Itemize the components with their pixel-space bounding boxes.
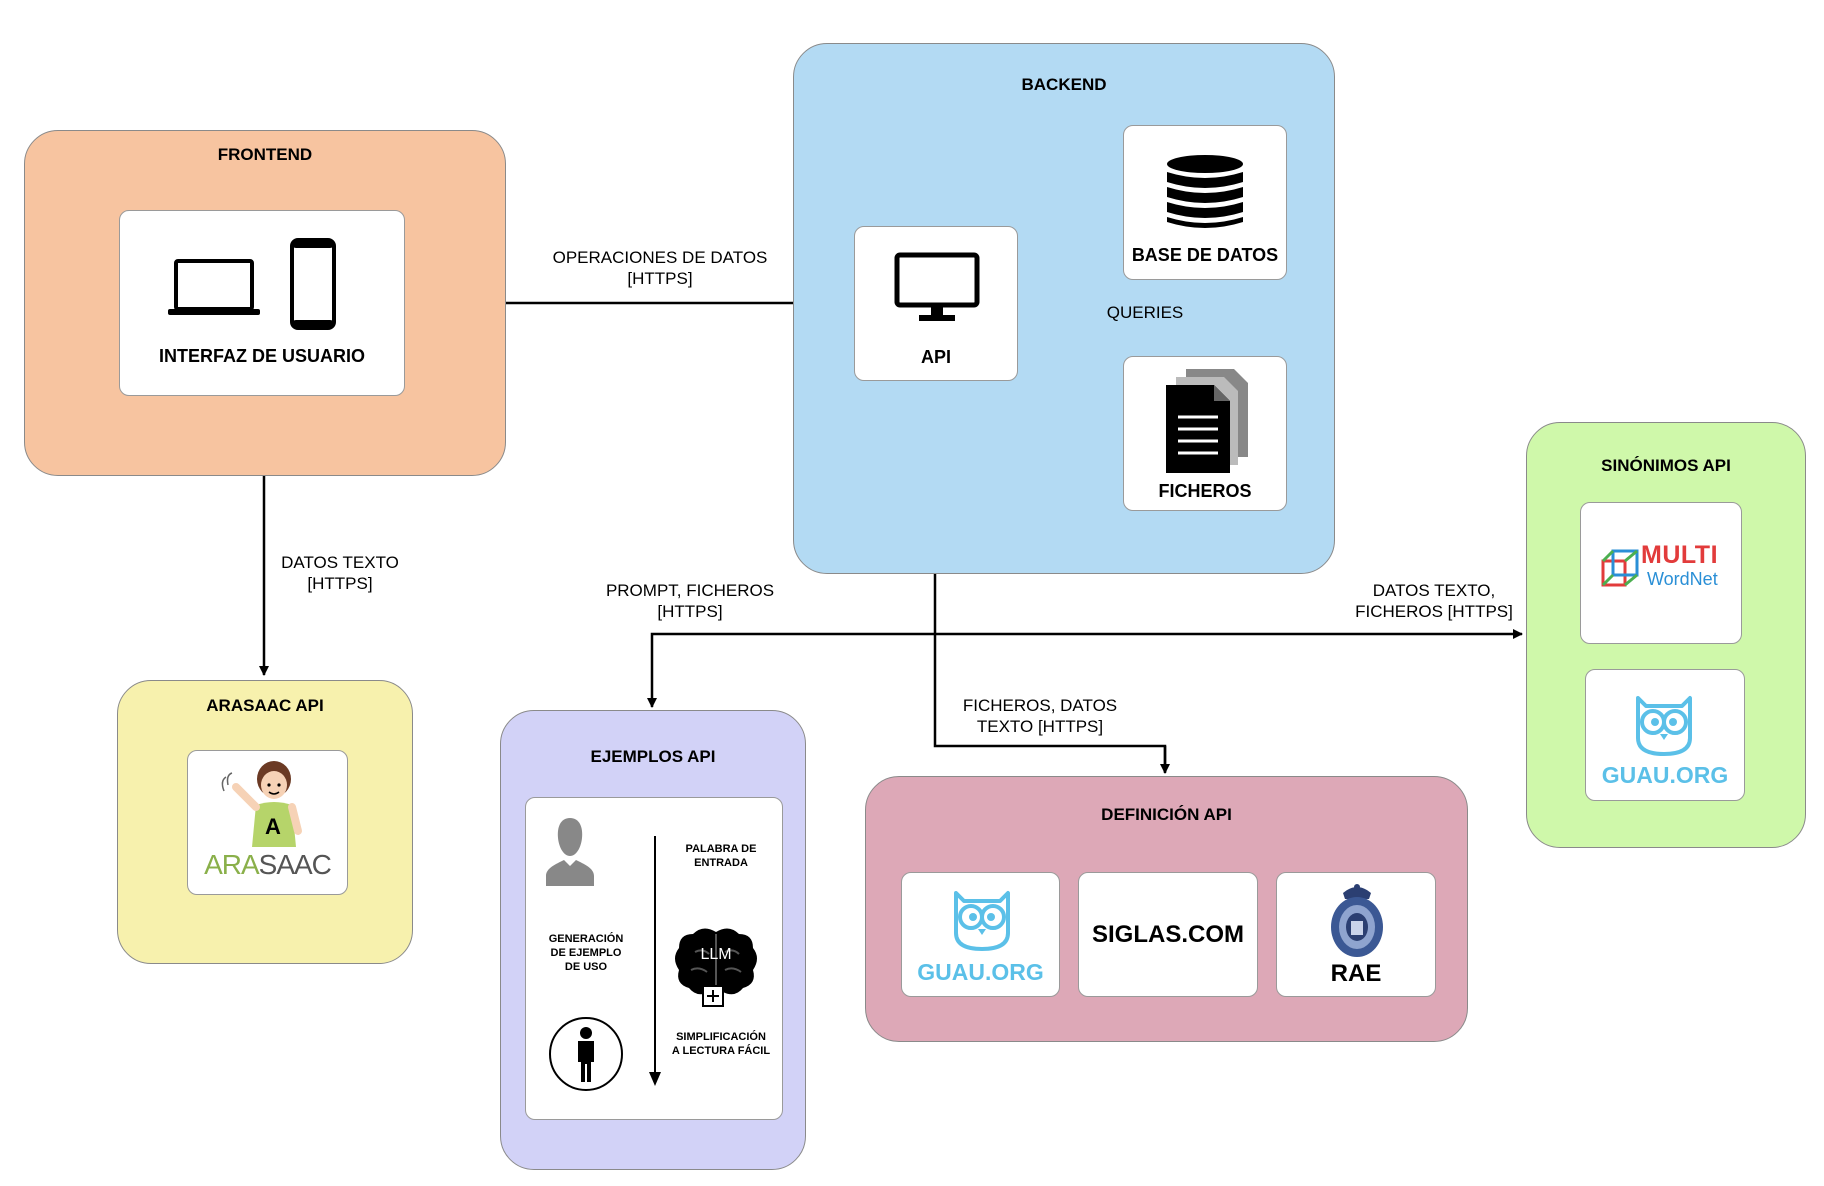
ejemplos-title: EJEMPLOS API	[590, 747, 716, 766]
frontend-title: FRONTEND	[217, 145, 313, 164]
database-card: BASE DE DATOS	[1123, 125, 1287, 280]
person-silhouette-icon	[546, 818, 594, 886]
simplification-label: SIMPLIFICACIÓN A LECTURA FÁCIL	[671, 1031, 771, 1057]
definicion-guau-card: GUAU.ORG	[901, 872, 1060, 997]
arasaac-wordmark-saac: SAAC	[258, 849, 332, 880]
multiwordnet-card: MULTI WordNet	[1580, 502, 1742, 644]
person-standing-icon	[549, 1017, 623, 1091]
sinonimos-guau-card: GUAU.ORG	[1585, 669, 1745, 801]
edge-label-front-api: OPERACIONES DE DATOS [HTTPS]	[552, 248, 768, 288]
arasaac-badge: A	[265, 814, 281, 839]
llm-label: LLM	[700, 946, 732, 963]
siglas-card: SIGLAS.COM	[1078, 872, 1258, 997]
api-card: API	[854, 226, 1018, 381]
queries-label: QUERIES	[1106, 303, 1184, 322]
ejemplos-card: PALABRA DE ENTRADA GENERACIÓN DE EJEMPLO…	[525, 797, 783, 1120]
generation-label: GENERACIÓN DE EJEMPLO DE USO	[548, 933, 624, 973]
sinonimos-title: SINÓNIMOS API	[1601, 456, 1731, 475]
guau-owl-icon	[954, 891, 1010, 951]
laptop-icon	[168, 259, 260, 315]
documents-icon	[1166, 369, 1248, 473]
multiwordnet-cube-icon	[1601, 549, 1639, 587]
edge-label-api-ejemplos: PROMPT, FICHEROS [HTTPS]	[605, 581, 775, 621]
edge-label-api-definicion: FICHEROS, DATOS TEXTO [HTTPS]	[962, 696, 1118, 736]
llm-brain-icon	[675, 928, 757, 1007]
multiwordnet-text-multi: MULTI	[1641, 541, 1719, 569]
rae-crest-icon	[1331, 884, 1383, 957]
definicion-guau-label: GUAU.ORG	[917, 959, 1044, 985]
database-icon	[1167, 155, 1243, 228]
user-interface-label: INTERFAZ DE USUARIO	[158, 346, 365, 366]
multiwordnet-text-wordnet: WordNet	[1647, 569, 1718, 589]
user-interface-card: INTERFAZ DE USUARIO	[119, 210, 405, 396]
rae-label: RAE	[1330, 960, 1382, 987]
database-label: BASE DE DATOS	[1131, 245, 1279, 265]
arasaac-pictogram-icon	[221, 761, 302, 847]
input-word-label: PALABRA DE ENTRADA	[685, 843, 757, 869]
arasaac-wordmark: ARASAAC	[188, 849, 347, 881]
definicion-title: DEFINICIÓN API	[1101, 805, 1232, 824]
siglas-label: SIGLAS.COM	[1091, 921, 1244, 948]
arasaac-title: ARASAAC API	[206, 696, 324, 715]
monitor-icon	[894, 252, 980, 321]
api-label: API	[920, 347, 951, 367]
smartphone-icon	[290, 238, 336, 330]
rae-card: RAE	[1276, 872, 1436, 997]
files-card: FICHEROS	[1123, 356, 1287, 511]
backend-title: BACKEND	[1021, 75, 1107, 94]
edge-label-front-arasaac: DATOS TEXTO [HTTPS]	[281, 553, 399, 593]
edge-ejemplos-sinonimos	[647, 629, 1523, 708]
sinonimos-guau-label: GUAU.ORG	[1601, 762, 1729, 788]
files-label: FICHEROS	[1158, 481, 1252, 501]
edge-label-api-sinonimos: DATOS TEXTO, FICHEROS [HTTPS]	[1355, 581, 1513, 621]
arasaac-logo-card: A ARASAAC	[187, 750, 348, 895]
arasaac-wordmark-ara: ARA	[204, 849, 260, 880]
vertical-flow-arrow	[649, 836, 661, 1086]
sinonimos-guau-owl-icon	[1636, 696, 1692, 756]
